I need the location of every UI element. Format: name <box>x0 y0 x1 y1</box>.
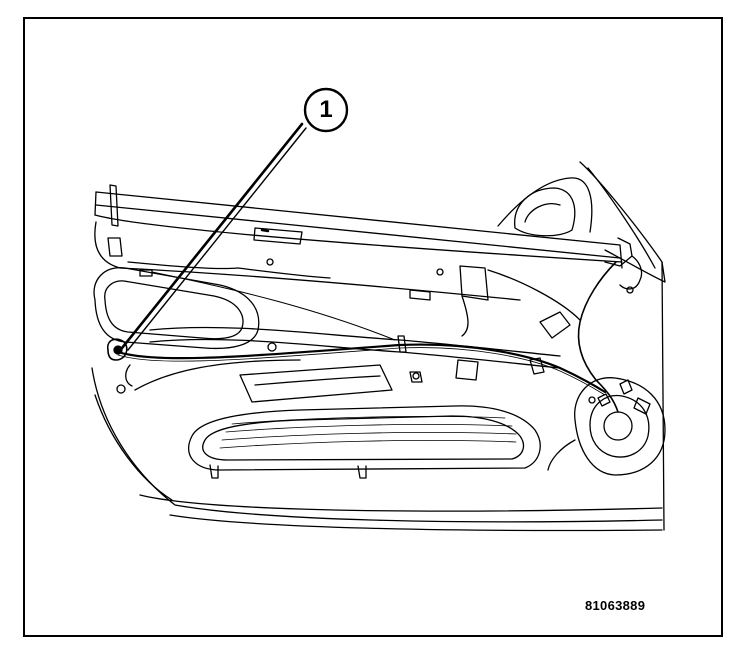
center-frame <box>116 326 561 403</box>
cable-clip <box>106 338 128 361</box>
lower-opening <box>187 405 541 479</box>
latch-wire <box>577 261 619 413</box>
upper-inner-panel <box>94 221 581 339</box>
window-rail <box>94 184 623 269</box>
door-skin <box>91 261 665 532</box>
side-mirror <box>497 177 593 237</box>
figure-id: 81063889 <box>585 598 646 613</box>
left-cavity <box>93 267 277 352</box>
callout-leader <box>120 122 307 351</box>
speaker-mechanism <box>547 286 666 476</box>
callout-circle <box>303 87 349 133</box>
door-pillar <box>579 161 666 290</box>
callout-number: 1 <box>319 96 333 123</box>
